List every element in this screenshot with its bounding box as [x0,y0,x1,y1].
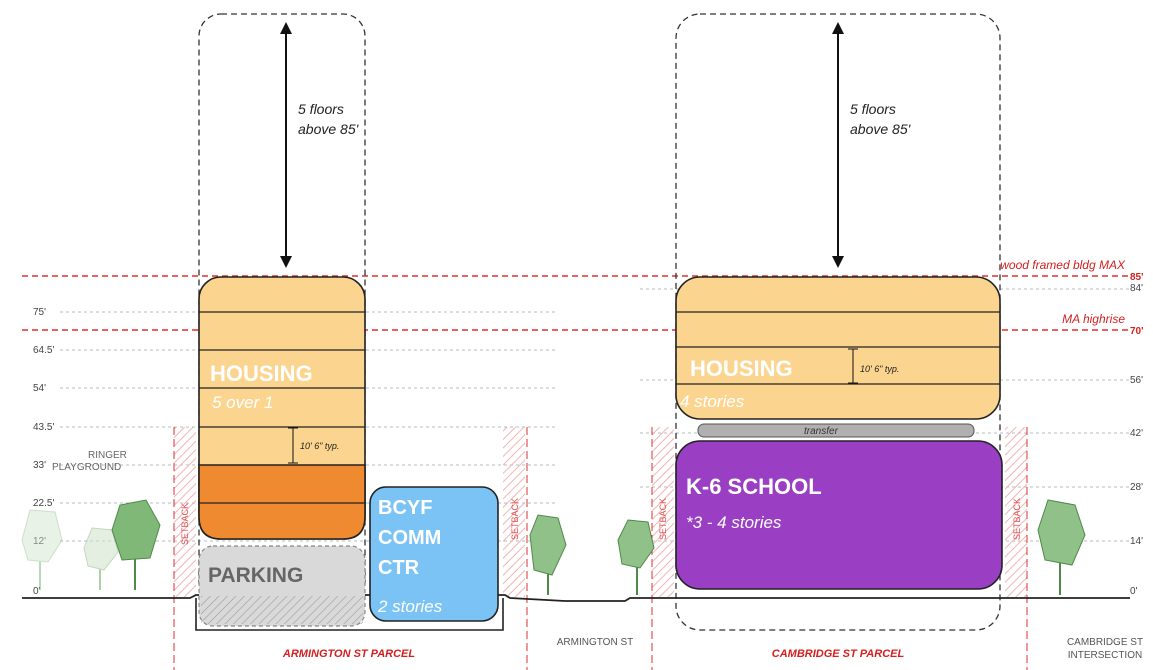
cambridge-street-label-2: INTERSECTION [1068,650,1142,661]
setback-label-2: SETBACK [510,498,520,540]
school-label: K-6 SCHOOL [686,474,822,499]
elev-r-42: 42' [1130,428,1143,439]
elev-75: 75' [33,307,46,318]
bcyf-label-3: CTR [378,557,420,579]
right-typ-dim: 10' 6" typ. [860,364,899,374]
elev-43-5: 43.5' [33,422,54,433]
setback-label-4: SETBACK [1012,498,1022,540]
bcyf-label-2: COMM [378,527,441,549]
right-housing-block [675,276,1001,420]
tree-icon [1037,499,1086,595]
setback-label-1: SETBACK [180,503,190,545]
left-basement-outline [195,598,504,631]
elev-r-28: 28' [1130,482,1143,493]
tree-icon [529,514,567,595]
elev-r-56: 56' [1130,375,1143,386]
ground-line [22,594,1130,602]
left-housing-sub: 5 over 1 [212,393,273,412]
setback-zones [173,427,1028,670]
school-block [675,440,1003,590]
left-tower-note-2: above 85' [298,121,360,137]
setback-label-3: SETBACK [658,498,668,540]
left-housing-block [198,276,366,540]
elev-0: 0' [33,586,41,597]
elev-r-85: 85' [1130,272,1144,283]
right-housing-label: HOUSING [690,356,793,381]
elev-64-5: 64.5' [33,345,54,356]
elev-33: 33' [33,460,46,471]
bcyf-block [369,486,499,622]
left-elevation-labels: 75' 64.5' 54' 43.5' 33' 22.5' 12' 0' [33,307,54,597]
left-tower-note-1: 5 floors [298,101,344,117]
right-elevation-labels: 85' 84' 70' 56' 42' 28' 14' 0' [1130,272,1144,597]
elev-r-14: 14' [1130,536,1143,547]
parking-label: PARKING [208,564,303,587]
right-tower-note-1: 5 floors [850,101,896,117]
tree-icon [21,509,63,590]
bcyf-sub: 2 stories [377,597,443,616]
armington-street-label: ARMINGTON ST [557,637,633,648]
elev-54: 54' [33,383,46,394]
setback-labels: SETBACK SETBACK SETBACK SETBACK [180,498,1022,545]
left-housing-label: HOUSING [210,361,313,386]
left-tower-envelope [198,13,366,605]
elev-r-70: 70' [1130,326,1144,337]
armington-parcel-label: ARMINGTON ST PARCEL [282,648,415,660]
parking-hatch [201,596,363,624]
cambridge-parcel-label: CAMBRIDGE ST PARCEL [772,648,905,660]
ma-highrise-label: MA highrise [1062,312,1125,326]
elev-r-0: 0' [1130,586,1138,597]
elev-22-5: 22.5' [33,498,54,509]
tree-icon [83,527,119,590]
tree-icon [111,499,161,590]
wood-framed-label: wood framed bldg MAX [1000,258,1126,272]
cambridge-street-label-1: CAMBRIDGE ST [1067,637,1143,648]
elev-12: 12' [33,536,46,547]
trees [21,499,1086,595]
left-typ-dim: 10' 6" typ. [300,441,339,451]
playground-label-2: PLAYGROUND [52,462,121,473]
school-sub: *3 - 4 stories [686,513,782,532]
transfer-slab [697,423,975,438]
playground-label-1: RINGER [88,450,127,461]
right-housing-sub: 4 stories [680,392,745,411]
tree-icon [617,519,655,595]
transfer-label: transfer [804,426,839,437]
bcyf-label-1: BCYF [378,497,432,519]
elev-r-84: 84' [1130,283,1143,294]
right-tower-note-2: above 85' [850,121,912,137]
